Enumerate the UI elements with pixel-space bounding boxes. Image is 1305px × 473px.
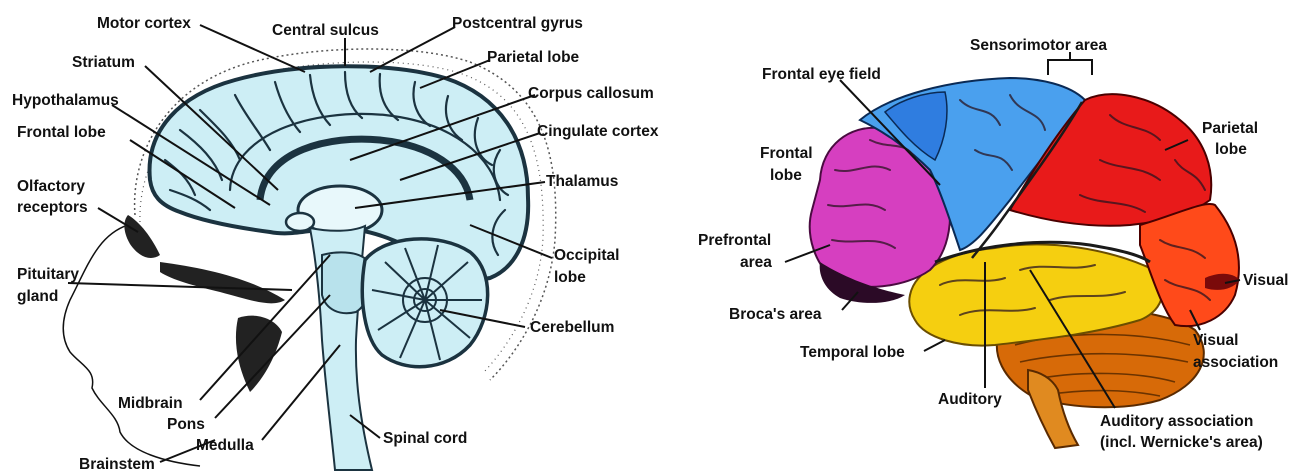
- label-cingulate-cortex: Cingulate cortex: [537, 123, 659, 140]
- label-frontal-2: lobe: [770, 167, 802, 184]
- label-frontal-eye-field: Frontal eye field: [762, 66, 881, 83]
- label-visual: Visual: [1243, 272, 1288, 289]
- lateral-brain-diagram: Sensorimotor area Frontal eye field Pari…: [698, 37, 1288, 451]
- label-visual-assoc-1: Visual: [1193, 332, 1238, 349]
- label-parietal-1: Parietal: [1202, 120, 1258, 137]
- label-aud-assoc-2: (incl. Wernicke's area): [1100, 434, 1263, 451]
- label-hypothalamus: Hypothalamus: [12, 92, 119, 109]
- label-frontal-1: Frontal: [760, 145, 813, 162]
- label-spinal-cord: Spinal cord: [383, 430, 467, 447]
- label-midbrain: Midbrain: [118, 395, 183, 412]
- label-sensorimotor-area: Sensorimotor area: [970, 37, 1107, 54]
- label-occipital-2: lobe: [554, 269, 586, 286]
- label-thalamus: Thalamus: [546, 173, 618, 190]
- label-olfactory-2: receptors: [17, 199, 88, 216]
- label-cerebellum: Cerebellum: [530, 319, 614, 336]
- label-brainstem: Brainstem: [79, 456, 155, 473]
- label-parietal-2: lobe: [1215, 141, 1247, 158]
- label-pons: Pons: [167, 416, 205, 433]
- label-postcentral-gyrus: Postcentral gyrus: [452, 15, 583, 32]
- label-corpus-callosum: Corpus callosum: [528, 85, 654, 102]
- label-occipital-1: Occipital: [554, 247, 619, 264]
- label-central-sulcus: Central sulcus: [272, 22, 379, 39]
- olfactory-receptors-shape: [124, 215, 160, 258]
- label-pituitary-1: Pituitary: [17, 266, 79, 283]
- sagittal-brain-diagram: Motor cortex Central sulcus Postcentral …: [12, 15, 659, 473]
- label-auditory: Auditory: [938, 391, 1002, 408]
- label-brocas-area: Broca's area: [729, 306, 822, 323]
- label-aud-assoc-1: Auditory association: [1100, 413, 1253, 430]
- label-visual-assoc-2: association: [1193, 354, 1278, 371]
- label-olfactory-1: Olfactory: [17, 178, 85, 195]
- label-motor-cortex: Motor cortex: [97, 15, 191, 32]
- sensorimotor-bracket: [1048, 52, 1092, 75]
- nasal-cavity-shape: [160, 262, 285, 303]
- label-medulla: Medulla: [196, 437, 254, 454]
- label-parietal-lobe: Parietal lobe: [487, 49, 580, 66]
- label-prefrontal-1: Prefrontal: [698, 232, 771, 249]
- label-temporal-lobe: Temporal lobe: [800, 344, 905, 361]
- label-prefrontal-2: area: [740, 254, 772, 271]
- label-striatum: Striatum: [72, 54, 135, 71]
- label-frontal-lobe: Frontal lobe: [17, 124, 106, 141]
- label-pituitary-2: gland: [17, 288, 58, 305]
